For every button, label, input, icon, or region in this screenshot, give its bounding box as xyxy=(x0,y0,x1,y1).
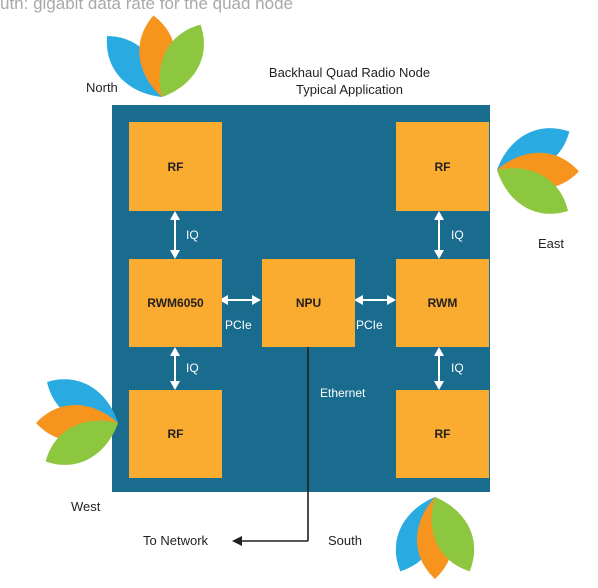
ethernet-label: Ethernet xyxy=(320,386,366,400)
north-label: North xyxy=(86,80,118,95)
east-label: East xyxy=(538,236,565,251)
south-antenna-beams xyxy=(384,489,486,579)
east-antenna-beams xyxy=(487,115,580,227)
iq-label-top-left: IQ xyxy=(186,228,199,242)
rf-block-bottom-left: RF xyxy=(129,390,222,478)
caption-text: uth: gigabit data rate for the quad node xyxy=(0,0,294,13)
ethernet-link xyxy=(232,346,309,546)
iq-arrow-bottom-right xyxy=(434,347,444,390)
iq-arrow-bottom-left xyxy=(170,347,180,390)
rwm-block: RWM xyxy=(396,259,489,347)
iq-arrow-top-left xyxy=(170,211,180,259)
west-label: West xyxy=(71,499,101,514)
pcie-arrow-left xyxy=(219,295,261,305)
south-label: South xyxy=(328,533,362,548)
rf-block-top-right: RF xyxy=(396,122,489,211)
to-network-label: To Network xyxy=(143,533,209,548)
rf-block-bottom-right: RF xyxy=(396,390,489,478)
diagram-title: Backhaul Quad Radio Node Typical Applica… xyxy=(262,64,437,98)
npu-block: NPU xyxy=(262,259,355,347)
iq-label-bottom-right: IQ xyxy=(451,361,464,375)
diagram-title-line1: Backhaul Quad Radio Node xyxy=(268,65,431,80)
iq-label-bottom-left: IQ xyxy=(186,361,199,375)
rf-block-top-left: RF xyxy=(129,122,222,211)
iq-label-top-right: IQ xyxy=(451,228,464,242)
iq-arrow-top-right xyxy=(434,211,444,259)
pcie-label-left: PCIe xyxy=(225,318,252,332)
diagram-title-line2: Typical Application xyxy=(296,82,403,97)
pcie-label-right: PCIe xyxy=(356,318,383,332)
west-antenna-beams xyxy=(36,366,128,478)
rwm6050-block: RWM6050 xyxy=(129,259,222,347)
pcie-arrow-right xyxy=(354,295,396,305)
